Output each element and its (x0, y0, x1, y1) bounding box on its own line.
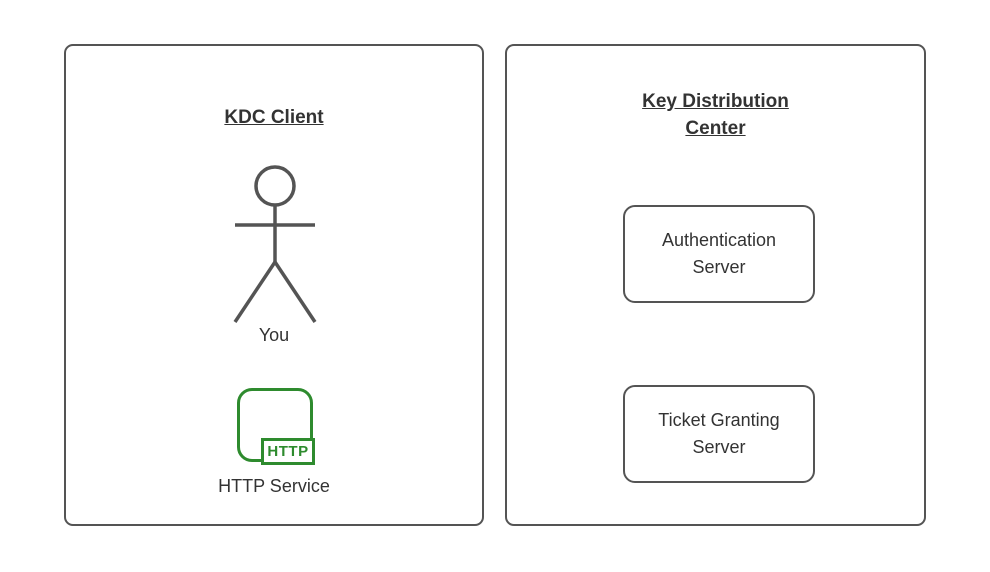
http-badge-text: HTTP (267, 443, 309, 460)
kdc-title-text: Key Distribution Center (642, 91, 789, 139)
actor-label: You (258, 325, 290, 345)
ticket-granting-server-box: Ticket Granting Server (623, 385, 815, 483)
authentication-server-label: Authentication Server (661, 230, 777, 277)
kdc-client-panel: KDC Client You HTTP HTTP Service (64, 44, 484, 526)
authentication-server-box: Authentication Server (623, 205, 815, 303)
ticket-granting-server-label: Ticket Granting Server (658, 410, 780, 457)
http-service-icon: HTTP (237, 388, 315, 465)
http-badge: HTTP (261, 438, 315, 465)
actor-icon (233, 165, 317, 323)
kdc-client-title: KDC Client (66, 104, 482, 131)
http-service-label: HTTP Service (218, 476, 330, 496)
key-distribution-center-panel: Key Distribution Center Authentication S… (505, 44, 926, 526)
kdc-title: Key Distribution Center (507, 88, 924, 142)
kdc-client-title-text: KDC Client (224, 107, 324, 128)
